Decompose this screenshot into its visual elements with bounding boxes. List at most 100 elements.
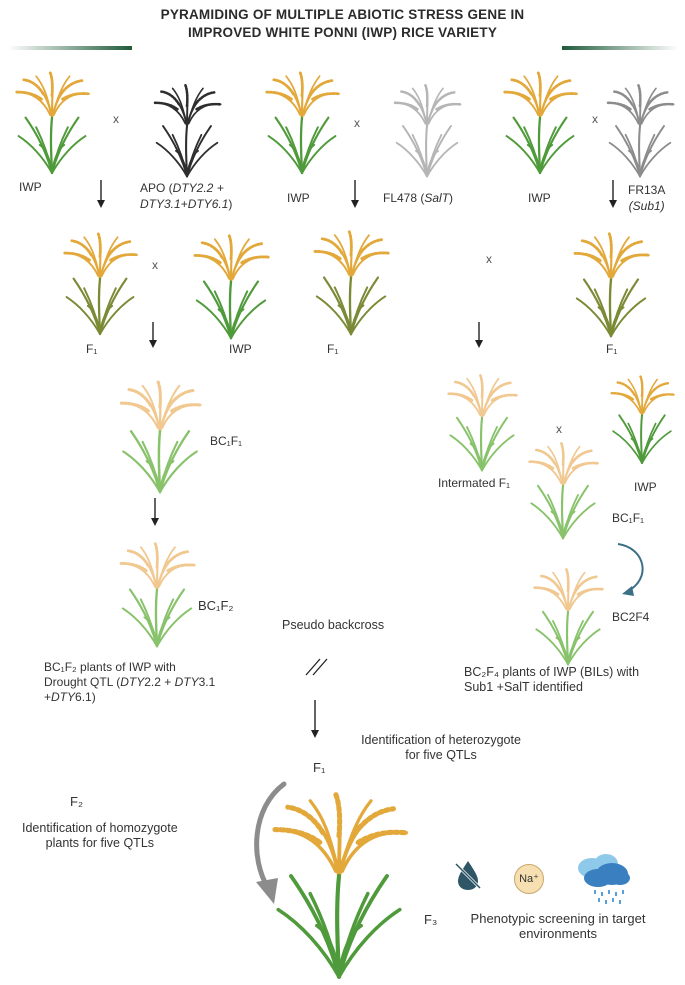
cross-symbol-1: x: [113, 112, 119, 126]
note-frag: 6.1): [75, 690, 96, 704]
note-screen-line1: Phenotypic screening in target: [470, 911, 646, 926]
label-f1-left: F₁: [86, 342, 98, 356]
fl478-prefix: FL478 (: [383, 191, 425, 205]
plant-f3: [254, 788, 424, 980]
label-f1-right: F₁: [606, 342, 618, 356]
label-bc1f2: BC₁F₂: [198, 598, 234, 613]
sodium-icon-text: Na⁺: [519, 873, 539, 885]
rain-cloud-icon: [578, 854, 630, 904]
title-line-1: PYRAMIDING OF MULTIPLE ABIOTIC STRESS GE…: [160, 7, 525, 22]
title-bar-left: [8, 46, 132, 50]
rice-plant-graphic: [313, 230, 391, 336]
arrow-down-2: [351, 180, 359, 208]
note-frag: 3.1: [198, 675, 216, 689]
cross-symbol-2: x: [354, 116, 360, 130]
plant-iwp-2: [258, 68, 346, 176]
cross-symbol-row2-left: x: [152, 258, 158, 272]
label-f3: F₃: [424, 912, 438, 927]
rice-plant-graphic: [15, 71, 91, 175]
arrow-down-3: [609, 180, 617, 208]
label-apo: APO (DTY2.2 + DTY3.1+DTY6.1): [140, 180, 232, 212]
apo-suffix: ): [228, 197, 233, 211]
plant-f1-right: [566, 228, 656, 340]
note-bc1f2-line2: Drought QTL (DTY2.2 + DTY3.1: [44, 675, 215, 690]
note-heterozygote: Identification of heterozygote for five …: [341, 733, 541, 763]
arrow-down-row2-left: [149, 322, 157, 348]
rice-plant-graphic: [63, 232, 139, 336]
cycle-arrow: [617, 543, 644, 596]
note-frag: Drought QTL (: [44, 675, 121, 689]
rice-plant-graphic: [119, 380, 203, 494]
note-bc1f2-line3: +DTY6.1): [44, 690, 215, 705]
label-intermated-f1: Intermated F₁: [438, 476, 511, 490]
plant-iwp-right-branch: [604, 372, 680, 466]
fr13a-gene: (Sub1): [628, 199, 665, 213]
rice-plant-graphic: [606, 83, 675, 178]
rice-plant-graphic: [153, 83, 222, 178]
rice-plant-graphic: [393, 83, 462, 178]
label-bc1f1-right: BC₁F₁: [612, 511, 645, 525]
sodium-salt-icon: Na⁺: [514, 864, 544, 894]
rice-plant-graphic: [447, 374, 519, 472]
label-iwp-2: IWP: [287, 191, 310, 205]
label-iwp-3: IWP: [528, 191, 551, 205]
big-curved-arrow: [254, 781, 287, 904]
fr13a-name: FR13A: [628, 183, 666, 197]
plant-bc1f2: [112, 540, 202, 648]
note-screen-line2: environments: [518, 926, 598, 941]
pseudo-backcross-mark: [305, 658, 328, 676]
rice-plant-graphic: [533, 568, 605, 666]
label-fr13a: FR13A (Sub1): [628, 182, 665, 214]
title-line-2: IMPROVED WHITE PONNI (IWP) RICE VARIETY: [187, 25, 498, 40]
label-bc2f4: BC2F4: [612, 610, 650, 624]
label-pseudo-backcross: Pseudo backcross: [282, 618, 385, 632]
note-bils-line2: Sub1 +SalT identified: [464, 680, 583, 694]
plant-apo: [140, 82, 234, 178]
cross-symbol-row2-right: x: [486, 252, 492, 266]
rice-plant-graphic: [528, 442, 600, 540]
apo-prefix: APO (: [140, 181, 173, 195]
label-iwp-1: IWP: [19, 180, 42, 194]
label-iwp-right-branch: IWP: [634, 480, 657, 494]
arrow-down-1: [97, 180, 105, 208]
note-frag: DTY: [51, 690, 76, 704]
plant-fl478: [380, 82, 474, 178]
note-bils: BC₂F₄ plants of IWP (BILs) with Sub1 +Sa…: [464, 665, 639, 695]
note-frag: 2.2 +: [144, 675, 175, 689]
plant-fr13a: [600, 82, 680, 178]
plant-iwp-row2: [186, 232, 276, 340]
plant-bc1f1-right: [520, 440, 606, 540]
note-bc1f2-line1: BC₁F₂ plants of IWP with: [44, 660, 176, 674]
note-frag: DTY: [174, 675, 199, 689]
note-frag: DTY: [120, 675, 145, 689]
note-phenotypic-screening: Phenotypic screening in target environme…: [448, 911, 668, 941]
note-het-line2: for five QTLs: [405, 748, 477, 762]
apo-gene-1: DTY2.2 +: [172, 181, 224, 195]
arrow-down-left-branch: [151, 498, 159, 526]
note-bils-line1: BC₂F₄ plants of IWP (BILs) with: [464, 665, 640, 679]
label-fl478: FL478 (SalT): [383, 191, 453, 205]
note-bc1f2-drought: BC₁F₂ plants of IWP with Drought QTL (DT…: [44, 660, 215, 705]
rice-plant-graphic: [265, 71, 341, 175]
rice-plant-graphic: [272, 791, 409, 979]
note-homozygote: Identification of homozygote plants for …: [22, 821, 178, 851]
plant-intermated-f1: [438, 372, 526, 472]
rice-plant-graphic: [610, 375, 676, 465]
label-iwp-row2: IWP: [229, 342, 252, 356]
label-f1-mid: F₁: [327, 342, 339, 356]
note-homo-line2: plants for five QTLs: [45, 836, 155, 850]
apo-gene-2: DTY3.1+DTY6.1: [140, 197, 229, 211]
label-f2: F₂: [70, 794, 83, 809]
rice-plant-graphic: [503, 71, 579, 175]
fl478-gene: SalT: [424, 191, 450, 205]
cross-symbol-3: x: [592, 112, 598, 126]
rice-plant-graphic: [573, 232, 651, 338]
drought-icon: [454, 861, 482, 890]
rice-plant-graphic: [193, 234, 271, 340]
cross-symbol-right-branch: x: [556, 422, 562, 436]
plant-iwp-1: [8, 68, 96, 176]
label-bc1f1-left: BC₁F₁: [210, 434, 243, 448]
note-het-line1: Identification of heterozygote: [361, 733, 521, 747]
title-bar-right: [562, 46, 678, 50]
label-f1-center: F₁: [313, 760, 326, 775]
